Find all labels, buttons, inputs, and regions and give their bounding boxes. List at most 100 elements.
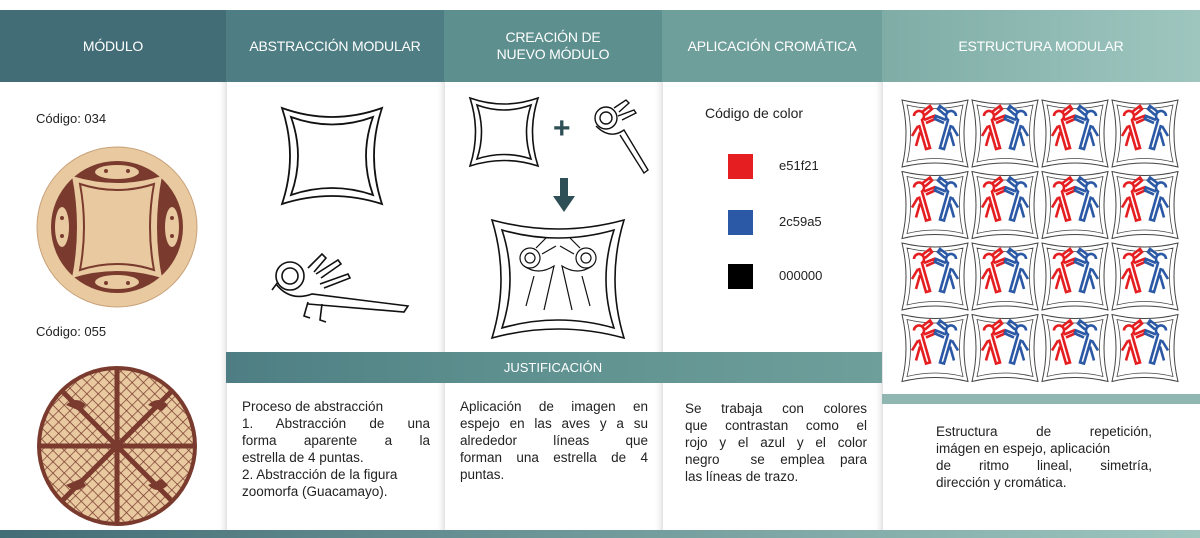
down-arrow-icon bbox=[553, 178, 575, 212]
header-abstraccion-label: ABSTRACCIÓN MODULAR bbox=[249, 38, 421, 54]
modular-pattern-grid bbox=[901, 99, 1179, 383]
creacion-line: Aplicación de imagen en bbox=[460, 399, 648, 414]
pattern-tile bbox=[971, 313, 1039, 383]
header-estructura-label: ESTRUCTURA MODULAR bbox=[958, 38, 1124, 54]
macaw-motif bbox=[1073, 318, 1100, 366]
estructura-line: Estructura de repetición, bbox=[936, 424, 1152, 439]
pattern-tile bbox=[971, 242, 1039, 311]
header-aplicacion-label: APLICACIÓN CROMÁTICA bbox=[687, 38, 857, 54]
macaw-motif bbox=[1143, 318, 1170, 366]
macaw-motif bbox=[1120, 318, 1147, 366]
swatch-blue bbox=[728, 210, 753, 235]
macaw-motif bbox=[1050, 104, 1077, 151]
column-abstraccion bbox=[226, 82, 445, 530]
column-modulo bbox=[0, 82, 227, 530]
pattern-tile bbox=[901, 242, 969, 311]
header-modulo-label: MÓDULO bbox=[82, 38, 144, 54]
plus-icon: + bbox=[553, 112, 571, 145]
macaw-motif bbox=[1003, 318, 1030, 366]
macaw-motif bbox=[1003, 247, 1030, 294]
macaw-motif bbox=[1050, 175, 1077, 223]
creacion-text: Aplicación de imagen en espejo en las av… bbox=[460, 398, 648, 483]
macaw-motif bbox=[980, 247, 1007, 294]
pattern-tile bbox=[1111, 170, 1179, 240]
macaw-small-drawing bbox=[594, 99, 649, 175]
macaw-motif bbox=[1120, 247, 1147, 294]
abstraccion-line: 2. Abstracción de la figura bbox=[242, 467, 398, 482]
aplicacion-text: Se trabaja con colores que contrastan co… bbox=[685, 400, 867, 485]
macaw-motif bbox=[1143, 104, 1170, 151]
pattern-tile bbox=[901, 313, 969, 383]
header-estructura: ESTRUCTURA MODULAR bbox=[882, 10, 1200, 82]
estructura-divider-bar bbox=[882, 394, 1200, 404]
code-055-label: Código: 055 bbox=[36, 324, 107, 339]
macaw-motif bbox=[933, 104, 960, 151]
aplicacion-line: negro se emplea para bbox=[685, 452, 867, 467]
plate-034-image bbox=[36, 146, 198, 308]
color-hex-red: e51f21 bbox=[779, 158, 819, 173]
macaw-motif bbox=[933, 318, 960, 366]
macaw-motif bbox=[1120, 175, 1147, 223]
abstraccion-text: Proceso de abstracción 1. Abstracción de… bbox=[242, 398, 430, 500]
macaw-motif bbox=[1143, 247, 1170, 294]
macaw-motif bbox=[910, 175, 937, 223]
pattern-tile bbox=[901, 99, 969, 168]
pattern-tile bbox=[1111, 242, 1179, 311]
macaw-motif bbox=[910, 104, 937, 151]
header-abstraccion: ABSTRACCIÓN MODULAR bbox=[226, 10, 444, 82]
swatch-black bbox=[728, 264, 753, 289]
new-module-drawing bbox=[490, 218, 626, 340]
pattern-tile bbox=[971, 170, 1039, 240]
macaw-motif bbox=[1073, 247, 1100, 294]
abstraccion-line: Proceso de abstracción bbox=[242, 399, 384, 414]
header-creacion-line1: CREACIÓN DE bbox=[505, 29, 601, 45]
pattern-tile bbox=[1041, 313, 1109, 383]
top-border bbox=[0, 0, 1200, 10]
estructura-text: Estructura de repetición, imágen en espe… bbox=[936, 423, 1152, 491]
abstraccion-line: estrella de 4 puntas. bbox=[242, 450, 364, 465]
justificacion-label: JUSTIFICACIÓN bbox=[503, 360, 603, 375]
macaw-motif bbox=[980, 175, 1007, 223]
aplicacion-line: las líneas de trazo. bbox=[685, 469, 799, 484]
pattern-tile bbox=[1111, 313, 1179, 383]
column-aplicacion bbox=[662, 82, 883, 530]
estructura-line: imágen en espejo, aplicación bbox=[936, 441, 1111, 456]
pattern-tile bbox=[1111, 99, 1179, 168]
macaw-motif bbox=[1120, 104, 1147, 151]
macaw-motif bbox=[1050, 247, 1077, 294]
creacion-line: alrededor líneas que bbox=[460, 433, 648, 448]
pattern-tile bbox=[1041, 170, 1109, 240]
macaw-motif bbox=[910, 247, 937, 294]
color-code-title: Código de color bbox=[705, 105, 804, 121]
code-034-label: Código: 034 bbox=[36, 111, 107, 126]
header-aplicacion: APLICACIÓN CROMÁTICA bbox=[662, 10, 882, 82]
pattern-tile bbox=[1041, 99, 1109, 168]
abstraccion-line: forma aparente a la bbox=[242, 433, 430, 448]
star-outline-drawing bbox=[280, 106, 384, 206]
column-creacion bbox=[444, 82, 663, 530]
justificacion-bar bbox=[226, 352, 882, 383]
macaw-motif bbox=[980, 104, 1007, 151]
aplicacion-line: rojo y el azul y el color bbox=[685, 435, 867, 450]
estructura-line: dirección y cromática. bbox=[936, 475, 1067, 490]
macaw-motif bbox=[1073, 175, 1100, 223]
pattern-tile bbox=[1041, 242, 1109, 311]
aplicacion-line: que contrastan como el bbox=[685, 418, 867, 433]
macaw-motif bbox=[910, 318, 937, 366]
abstraccion-line: 1. Abstracción de una bbox=[242, 416, 430, 431]
macaw-motif bbox=[980, 318, 1007, 366]
macaw-motif bbox=[933, 247, 960, 294]
plate-055-image bbox=[37, 366, 197, 526]
macaw-motif bbox=[1003, 175, 1030, 223]
estructura-line: de ritmo lineal, simetría, bbox=[936, 458, 1152, 473]
creacion-line: puntas. bbox=[460, 467, 505, 482]
abstraccion-line: zoomorfa (Guacamayo). bbox=[242, 484, 388, 499]
bottom-border bbox=[0, 530, 1200, 538]
macaw-motif bbox=[933, 175, 960, 223]
pattern-tile bbox=[901, 170, 969, 240]
pattern-tile bbox=[971, 99, 1039, 168]
aplicacion-line: Se trabaja con colores bbox=[685, 401, 867, 416]
creacion-line: forman una estrella de 4 bbox=[460, 450, 648, 465]
